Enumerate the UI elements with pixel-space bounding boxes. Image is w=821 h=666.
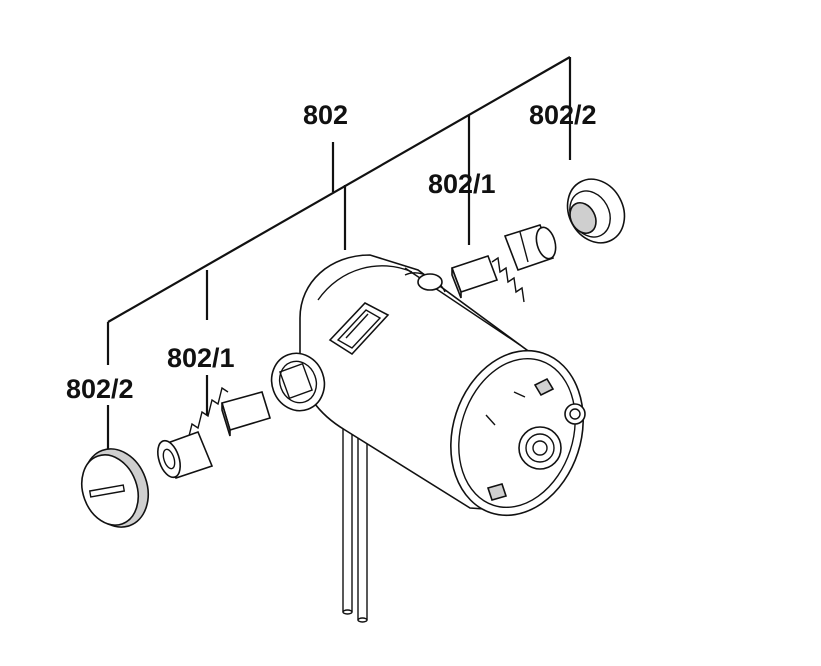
leader-lines — [106, 56, 572, 450]
brush-assembly-right — [450, 224, 557, 303]
label-802-2-right: 802/2 — [529, 100, 597, 130]
label-802-2-left: 802/2 — [66, 374, 134, 404]
label-802: 802 — [303, 100, 348, 130]
brush-cap-right — [566, 178, 626, 244]
label-802-1-right: 802/1 — [428, 169, 496, 199]
brush-cap-left — [80, 448, 149, 528]
label-802-1-left: 802/1 — [167, 343, 235, 373]
motor-wires — [342, 420, 368, 623]
motor-assembly — [270, 254, 586, 517]
brush-assembly-left — [157, 386, 272, 479]
